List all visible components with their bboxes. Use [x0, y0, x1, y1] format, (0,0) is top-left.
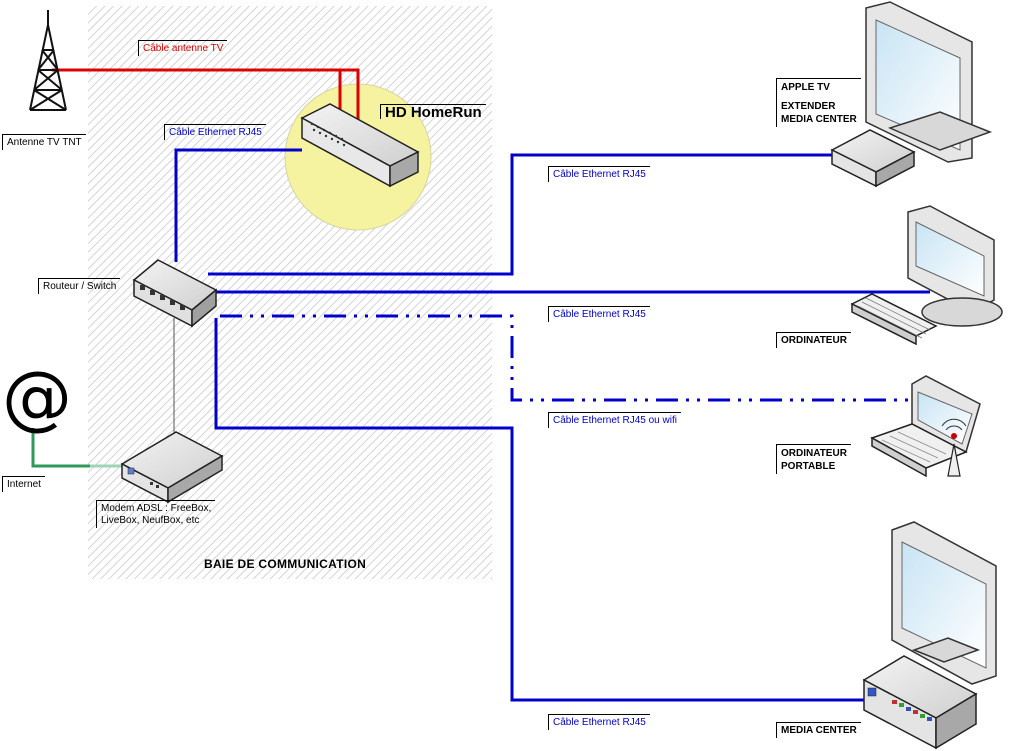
- internet-link: [31, 428, 90, 468]
- laptop-icon: [870, 375, 981, 478]
- router-switch-icon: [132, 259, 218, 328]
- ethernet-label-laptop: Câble Ethernet RJ45 ou wifi: [548, 412, 681, 428]
- ethernet-cables: [174, 148, 930, 702]
- antenna-cable-label: Câble antenne TV: [138, 40, 228, 56]
- ethernet-label-media-center: Câble Ethernet RJ45: [548, 714, 650, 730]
- ethernet-label-apple-tv: Câble Ethernet RJ45: [548, 166, 650, 182]
- adsl-modem-icon: [120, 431, 224, 504]
- modem-label-line-1: Modem ADSL : FreeBox,: [101, 503, 212, 514]
- computer-label: ORDINATEUR: [776, 332, 851, 348]
- communication-bay-label: BAIE DE COMMUNICATION: [204, 557, 367, 571]
- ethernet-cable-apple-tv: [208, 153, 836, 276]
- internet-at-icon: @: [2, 356, 72, 438]
- wifi-cable-laptop: [220, 314, 912, 402]
- antenna-label: Antenne TV TNT: [2, 134, 86, 150]
- apple-tv-monitor-icon: [865, 1, 993, 163]
- media-center-monitor-icon: [891, 521, 997, 685]
- computer-monitor-icon: [907, 205, 1003, 327]
- apple-tv-label-line-1: APPLE TV: [781, 82, 830, 93]
- ethernet-label-hdhomerun: Câble Ethernet RJ45: [164, 124, 266, 140]
- apple-tv-box-icon: [830, 129, 916, 188]
- apple-tv-label: APPLE TV EXTENDER MEDIA CENTER: [776, 78, 861, 127]
- laptop-label-line-1: ORDINATEUR: [781, 448, 847, 459]
- laptop-label-line-2: PORTABLE: [781, 461, 836, 472]
- apple-tv-label-line-2: EXTENDER: [781, 101, 836, 112]
- ethernet-label-computer: Câble Ethernet RJ45: [548, 306, 650, 322]
- antenna-icon: [29, 10, 67, 111]
- media-center-box-icon: [862, 655, 978, 750]
- apple-tv-label-line-3: MEDIA CENTER: [781, 114, 857, 125]
- ethernet-cable-media-center: [214, 318, 866, 702]
- hdhomerun-device-icon: [300, 103, 420, 188]
- ethernet-cable-hdhomerun: [174, 148, 302, 262]
- keyboard-icon: [850, 293, 938, 346]
- media-center-label: MEDIA CENTER: [776, 722, 861, 738]
- router-label: Routeur / Switch: [38, 278, 121, 294]
- modem-label: Modem ADSL : FreeBox, LiveBox, NeufBox, …: [96, 500, 216, 528]
- laptop-label: ORDINATEUR PORTABLE: [776, 444, 851, 474]
- internet-label: Internet: [2, 476, 45, 492]
- hdhomerun-label: HD HomeRun: [380, 104, 486, 120]
- wifi-antenna-icon: [941, 418, 967, 477]
- modem-label-line-2: LiveBox, NeufBox, etc: [101, 515, 200, 526]
